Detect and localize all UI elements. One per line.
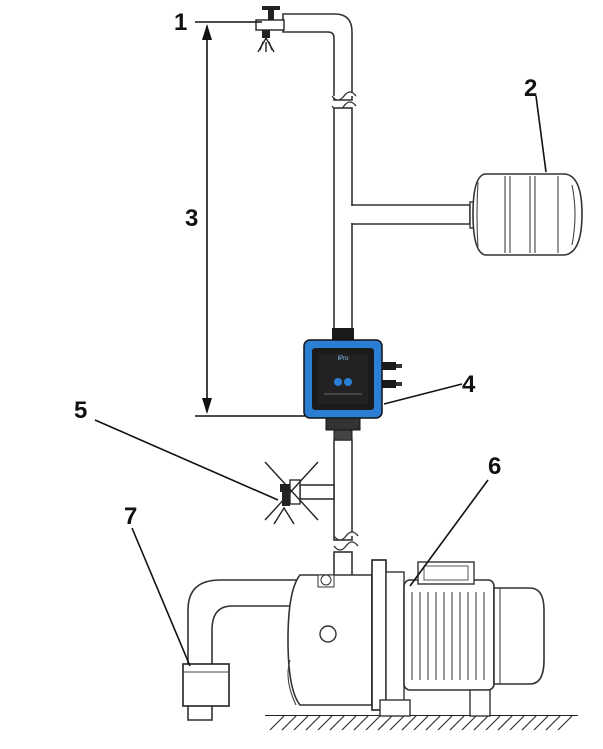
pump-motor	[287, 559, 545, 717]
lower-pipe	[299, 439, 359, 577]
label-1: 1	[174, 9, 187, 36]
top-pipe	[282, 13, 357, 111]
foot-valve	[182, 663, 230, 707]
leader-lines	[94, 95, 547, 667]
label-6: 6	[488, 453, 501, 480]
label-7: 7	[124, 503, 137, 530]
pressure-tank	[469, 173, 583, 256]
label-3: 3	[185, 205, 198, 232]
label-2: 2	[524, 75, 537, 102]
label-4: 4	[462, 371, 476, 398]
controller-brand: IPro	[337, 356, 349, 362]
tap-icon	[255, 6, 285, 53]
crossed-tap-icon	[264, 461, 319, 525]
pressure-controller: IPro	[303, 328, 402, 441]
label-5: 5	[74, 397, 87, 424]
height-dimension	[195, 21, 306, 417]
ground	[265, 715, 578, 731]
riser-pipe	[333, 107, 471, 341]
